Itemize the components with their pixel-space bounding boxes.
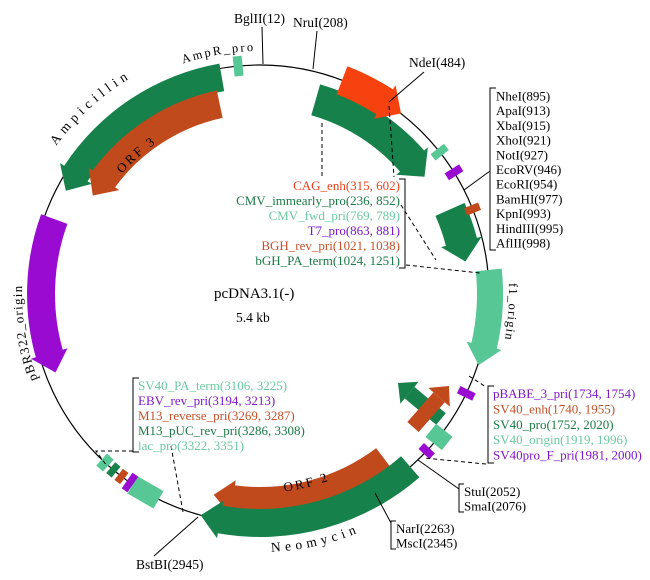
t7-range-dash: [400, 204, 437, 261]
sv40-rev-arrow-head: [398, 381, 419, 404]
left-region-list-row: EBV_rev_pri(3194, 3213): [138, 393, 275, 408]
nrui-label: NruI(208): [293, 15, 348, 30]
neomycin-arc: [200, 456, 420, 539]
sv40-bottom-dash: [423, 457, 487, 465]
bgh-pa-term-arc: [435, 202, 482, 262]
f1-origin-label: f1_origin: [502, 283, 520, 342]
ndei-callout: [388, 71, 425, 103]
cmv-fwd-pri-tick: [430, 143, 449, 161]
stui-site-list-row: StuI(2052): [464, 484, 520, 499]
sv40-origin-block: [425, 423, 453, 451]
pbabe-pri-tick: [456, 386, 476, 401]
mcs-site-list-row: XbaI(915): [496, 118, 550, 133]
bstbi-label: BstBI(2945): [136, 557, 204, 572]
cmv-region-list-bracket: [399, 178, 406, 269]
sv40-pa-term-block: [127, 476, 164, 509]
sv40-region-list-row: pBABE_3_pri(1734, 1754): [493, 386, 635, 401]
bgh-rev-pri-tick: [464, 202, 482, 216]
sv40-region-list-bracket: [487, 385, 494, 464]
mcs-site-list-bracket: [489, 87, 496, 251]
sv40pro-f-pri-tick: [418, 443, 435, 460]
nari-site-list-row: NarI(2263): [396, 521, 454, 536]
stui-site-list-bracket: [458, 483, 464, 513]
stui-site-list: StuI(2052)SmaI(2076): [458, 483, 526, 514]
cmv-region-list-row: CAG_enh(315, 602): [293, 178, 400, 193]
mcs-site-list-row: HindIII(995): [496, 221, 563, 236]
t7-pro-tick: [444, 164, 464, 181]
cmv-region-list: CAG_enh(315, 602)CMV_immearly_pro(236, 8…: [236, 178, 406, 269]
sv40-region-list-row: SV40_origin(1919, 1996): [493, 432, 627, 447]
cmv-promoter-arc: [311, 84, 428, 177]
stui-site-list-row: SmaI(2076): [464, 499, 526, 514]
sv40-fwd-arrow-head: [428, 386, 450, 407]
ampr-pro-label: AmpR_pro: [180, 40, 256, 66]
ebv-rev-pri-tick: [121, 472, 139, 493]
nari-callout: [374, 492, 392, 524]
orf3-arc: [88, 90, 223, 196]
cmv-region-list-row: CMV_immearly_pro(236, 852): [236, 193, 400, 208]
nari-site-list-row: MscI(2345): [396, 536, 457, 551]
plasmid-name: pcDNA3.1(-): [214, 286, 295, 302]
left-region-list-row: M13_pUC_rev_pri(3286, 3308): [138, 423, 305, 438]
cmv-region-list-row: bGH_PA_term(1024, 1251): [255, 253, 400, 268]
sv40-fwd-arrow: [407, 386, 450, 432]
mcs-site-list-row: NotI(927): [496, 147, 548, 162]
sv40-region-list: pBABE_3_pri(1734, 1754)SV40_enh(1740, 19…: [487, 385, 642, 464]
bglii-callout: [261, 26, 264, 65]
mcs-site-list-row: BamHI(977): [496, 191, 562, 206]
ampicillin-arc: [60, 63, 225, 191]
left-region-list-row: M13_reverse_pri(3269, 3287): [138, 408, 295, 423]
amp-promoter-tick: [232, 55, 244, 77]
left-group-dash-a: [95, 450, 133, 467]
bglii-label: BglII(12): [234, 11, 285, 26]
ndei-range-dash: [388, 105, 395, 178]
nrui-callout: [312, 30, 318, 70]
f1-origin-arc: [466, 268, 504, 366]
sv40-region-list-row: SV40pro_F_pri(1981, 2000): [493, 448, 642, 463]
m13-reverse-pri-tick: [114, 468, 129, 485]
mcs-site-list-row: XhoI(921): [496, 133, 551, 148]
nari-site-list: NarI(2263)MscI(2345): [390, 520, 457, 551]
cmv-region-list-row: T7_pro(863, 881): [308, 223, 400, 238]
left-region-list-bracket: [132, 377, 139, 453]
cmv-region-list-row: CMV_fwd_pri(769, 789): [269, 208, 400, 223]
sv40-fwd-arrow-body: [407, 392, 445, 432]
bgh-range-dash: [405, 264, 481, 274]
sv40-region-list-row: SV40_enh(1740, 1955): [493, 401, 615, 416]
mcs-site-list-row: EcoRV(946): [496, 162, 561, 177]
plasmid-size: 5.4 kb: [236, 310, 270, 325]
sv40-region-list-row: SV40_pro(1752, 2020): [493, 417, 614, 432]
pbr322-origin-arc: [27, 214, 68, 373]
left-region-list-row: lac_pro(3322, 3351): [138, 438, 244, 453]
left-group-dash-b: [170, 445, 184, 513]
mcs-site-list-row: NheI(895): [496, 89, 550, 104]
sv40-top-dash: [468, 375, 487, 388]
ndei-label: NdeI(484): [409, 55, 465, 70]
orf2-arc: [213, 448, 392, 517]
nari-site-list-bracket: [390, 520, 396, 550]
mcs-site-list-row: ApaI(913): [496, 103, 550, 118]
bstbi-callout: [153, 516, 199, 557]
stui-callout: [417, 459, 460, 490]
m13-puc-rev-pri-tick: [106, 462, 121, 478]
mcs-site-list-row: KpnI(993): [496, 206, 551, 221]
left-region-list-row: SV40_PA_term(3106, 3225): [138, 378, 287, 393]
cag-enhancer-arc: [336, 66, 401, 119]
mcs-callout: [463, 170, 491, 191]
left-region-list: SV40_PA_term(3106, 3225)EBV_rev_pri(3194…: [132, 377, 305, 453]
cmv-region-list-row: BGH_rev_pri(1021, 1038): [261, 238, 400, 253]
mcs-site-list: NheI(895)ApaI(913)XbaI(915)XhoI(921)NotI…: [489, 87, 563, 251]
mcs-site-list-row: AflII(998): [496, 236, 550, 251]
plasmid-title-block: pcDNA3.1(-) 5.4 kb: [214, 286, 294, 326]
mcs-site-list-row: EcoRI(954): [496, 177, 557, 192]
